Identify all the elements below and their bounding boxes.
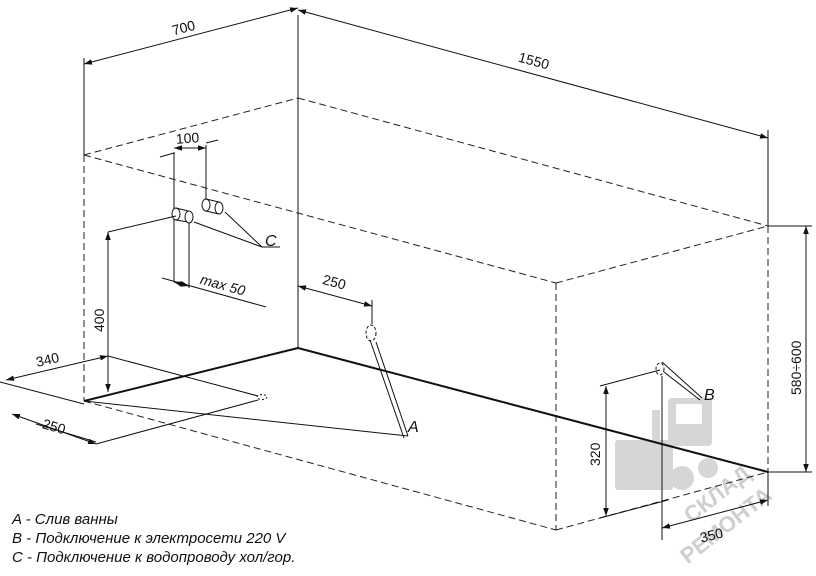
point-c-label: C: [265, 233, 277, 250]
dimension-power-height-label: 320: [587, 442, 603, 466]
dimension-drain-offset-label: 250: [321, 271, 348, 293]
front-dimensions: [0, 355, 268, 445]
legend-item-c: C - Подключение к водопроводу хол/гор.: [12, 549, 296, 566]
watermark-logo: СКЛАД РЕМОНТА: [615, 398, 776, 568]
dimension-length-top: [297, 9, 769, 226]
dimension-length-top-label: 1550: [517, 49, 551, 73]
dimension-front-depth-label: 340: [34, 349, 61, 370]
legend-item-a: A - Слив ванны: [12, 511, 118, 528]
dimension-supply-height-label: 400: [91, 308, 107, 332]
dimension-supply-spacing-label: 100: [175, 129, 200, 147]
power-connection: [599, 361, 769, 540]
legend: A - Слив ванны B - Подключение к электро…: [12, 510, 295, 567]
legend-item-b: B - Подключение к электросети 220 V: [12, 530, 286, 547]
dimension-height-right-label: 580÷600: [788, 340, 804, 395]
forklift-icon: [615, 398, 718, 490]
drain-outlet: [83, 285, 409, 439]
point-a-label: A: [407, 419, 419, 436]
dimension-height-right: [768, 225, 812, 473]
wall-corner: [83, 15, 769, 473]
dimension-width-top: [83, 7, 299, 155]
dimension-width-top-label: 700: [170, 17, 197, 38]
point-b-label: B: [704, 387, 715, 404]
dimension-power-offset-label: 350: [698, 524, 725, 545]
dimension-front-offset-label: 250: [41, 415, 68, 437]
supply-pipes: [105, 139, 280, 392]
